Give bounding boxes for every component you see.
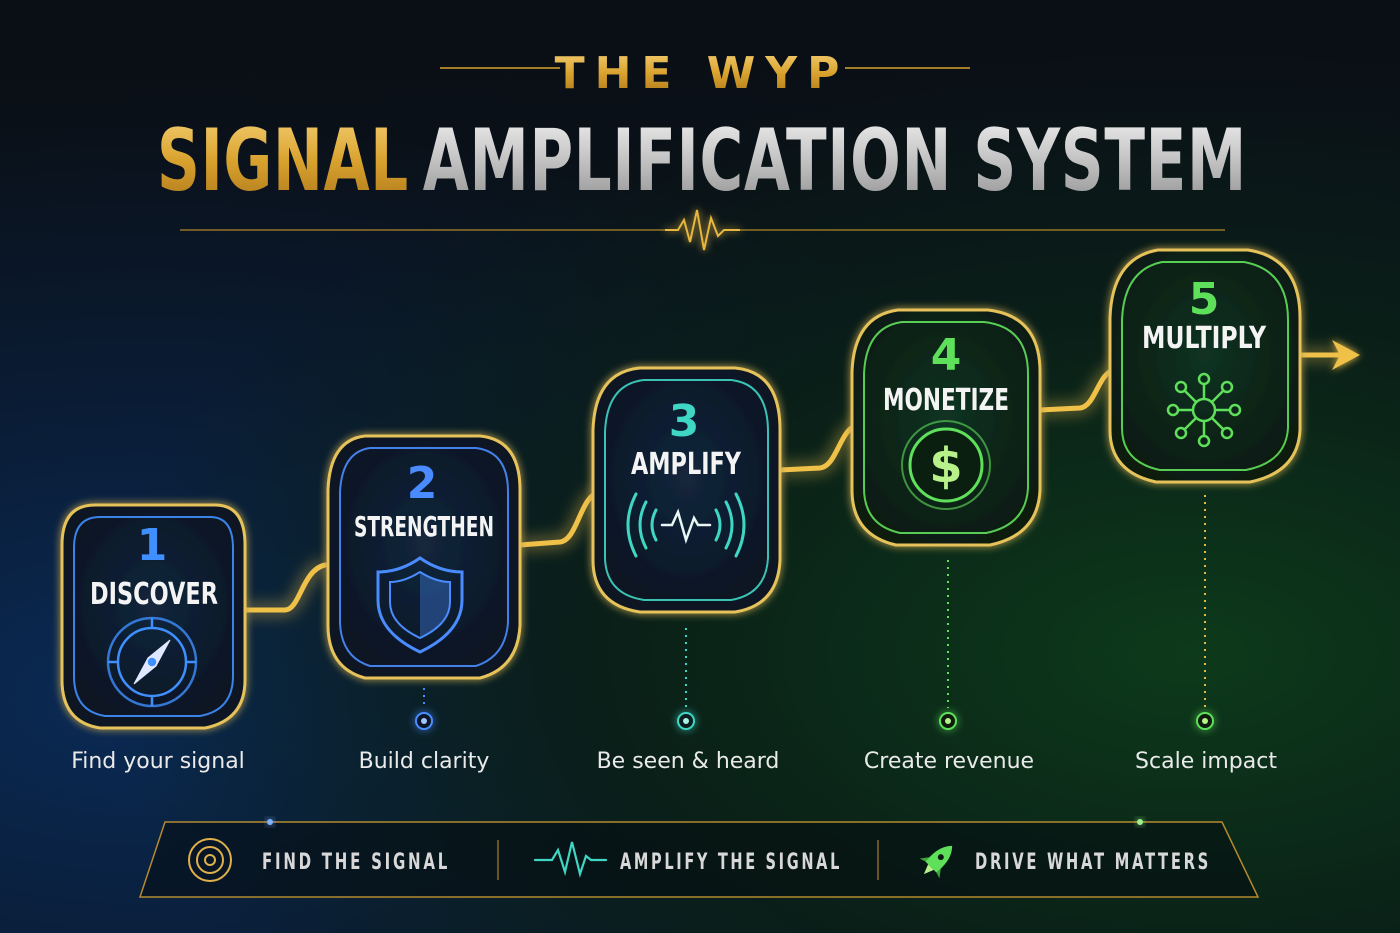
step-number-1: 1 [137, 520, 168, 571]
step-dot-4 [939, 712, 957, 730]
step-node-5: 5 MULTIPLY [1108, 248, 1302, 484]
arrow-head-icon [1332, 340, 1360, 370]
step-node-1: 1 DISCOVER [60, 503, 247, 730]
header: THE WYP SIGNALAMPLIFICATION SYSTEM [157, 48, 1247, 251]
step-dots [415, 712, 1214, 730]
step-number-3: 3 [669, 396, 700, 447]
step-caption-5: Scale impact [1135, 749, 1277, 774]
rocket-icon [919, 845, 953, 879]
dollar-icon: $ [901, 420, 991, 510]
pulse-icon [533, 841, 608, 878]
footer-item-2-label: AMPLIFY THE SIGNAL [620, 850, 842, 875]
step-title-1: DISCOVER [90, 577, 218, 612]
kicker-text: THE WYP [555, 48, 850, 99]
step-captions: Find your signal Build clarity Be seen &… [71, 749, 1277, 774]
footer-item-3-label: DRIVE WHAT MATTERS [975, 850, 1211, 875]
heartbeat-divider [180, 209, 1225, 251]
step-caption-4: Create revenue [864, 749, 1034, 774]
main-title-rest: AMPLIFICATION SYSTEM [423, 111, 1247, 211]
step-number-5: 5 [1189, 274, 1220, 325]
step-node-4: 4 MONETIZE $ [850, 308, 1042, 547]
network-icon [1166, 372, 1242, 448]
main-title-accent: SIGNAL [157, 111, 409, 211]
step-leaders [423, 495, 1206, 708]
step-title-5: MULTIPLY [1142, 321, 1267, 356]
step-number-2: 2 [407, 458, 438, 509]
step-caption-1: Find your signal [71, 749, 245, 774]
footer-item-1-label: FIND THE SIGNAL [262, 850, 450, 875]
step-node-2: 2 STRENGTHEN [326, 434, 522, 680]
svg-text:$: $ [929, 438, 962, 494]
target-icon [188, 838, 232, 882]
step-dot-3 [677, 712, 695, 730]
step-title-3: AMPLIFY [631, 447, 742, 482]
step-caption-2: Build clarity [359, 749, 490, 774]
step-dot-2 [415, 712, 433, 730]
step-node-3: 3 AMPLIFY [591, 366, 782, 614]
step-title-4: MONETIZE [883, 383, 1009, 418]
signal-wave-icon [626, 492, 746, 558]
step-number-4: 4 [931, 330, 962, 381]
footer-banner: FIND THE SIGNAL AMPLIFY THE SIGNAL DRIVE… [138, 819, 1260, 898]
main-title: SIGNALAMPLIFICATION SYSTEM [157, 111, 1247, 211]
step-dot-5 [1196, 712, 1214, 730]
progress-path [242, 352, 1343, 613]
step-caption-3: Be seen & heard [597, 749, 780, 774]
step-title-2: STRENGTHEN [354, 510, 494, 543]
shield-icon [376, 556, 464, 654]
compass-icon [106, 616, 198, 708]
